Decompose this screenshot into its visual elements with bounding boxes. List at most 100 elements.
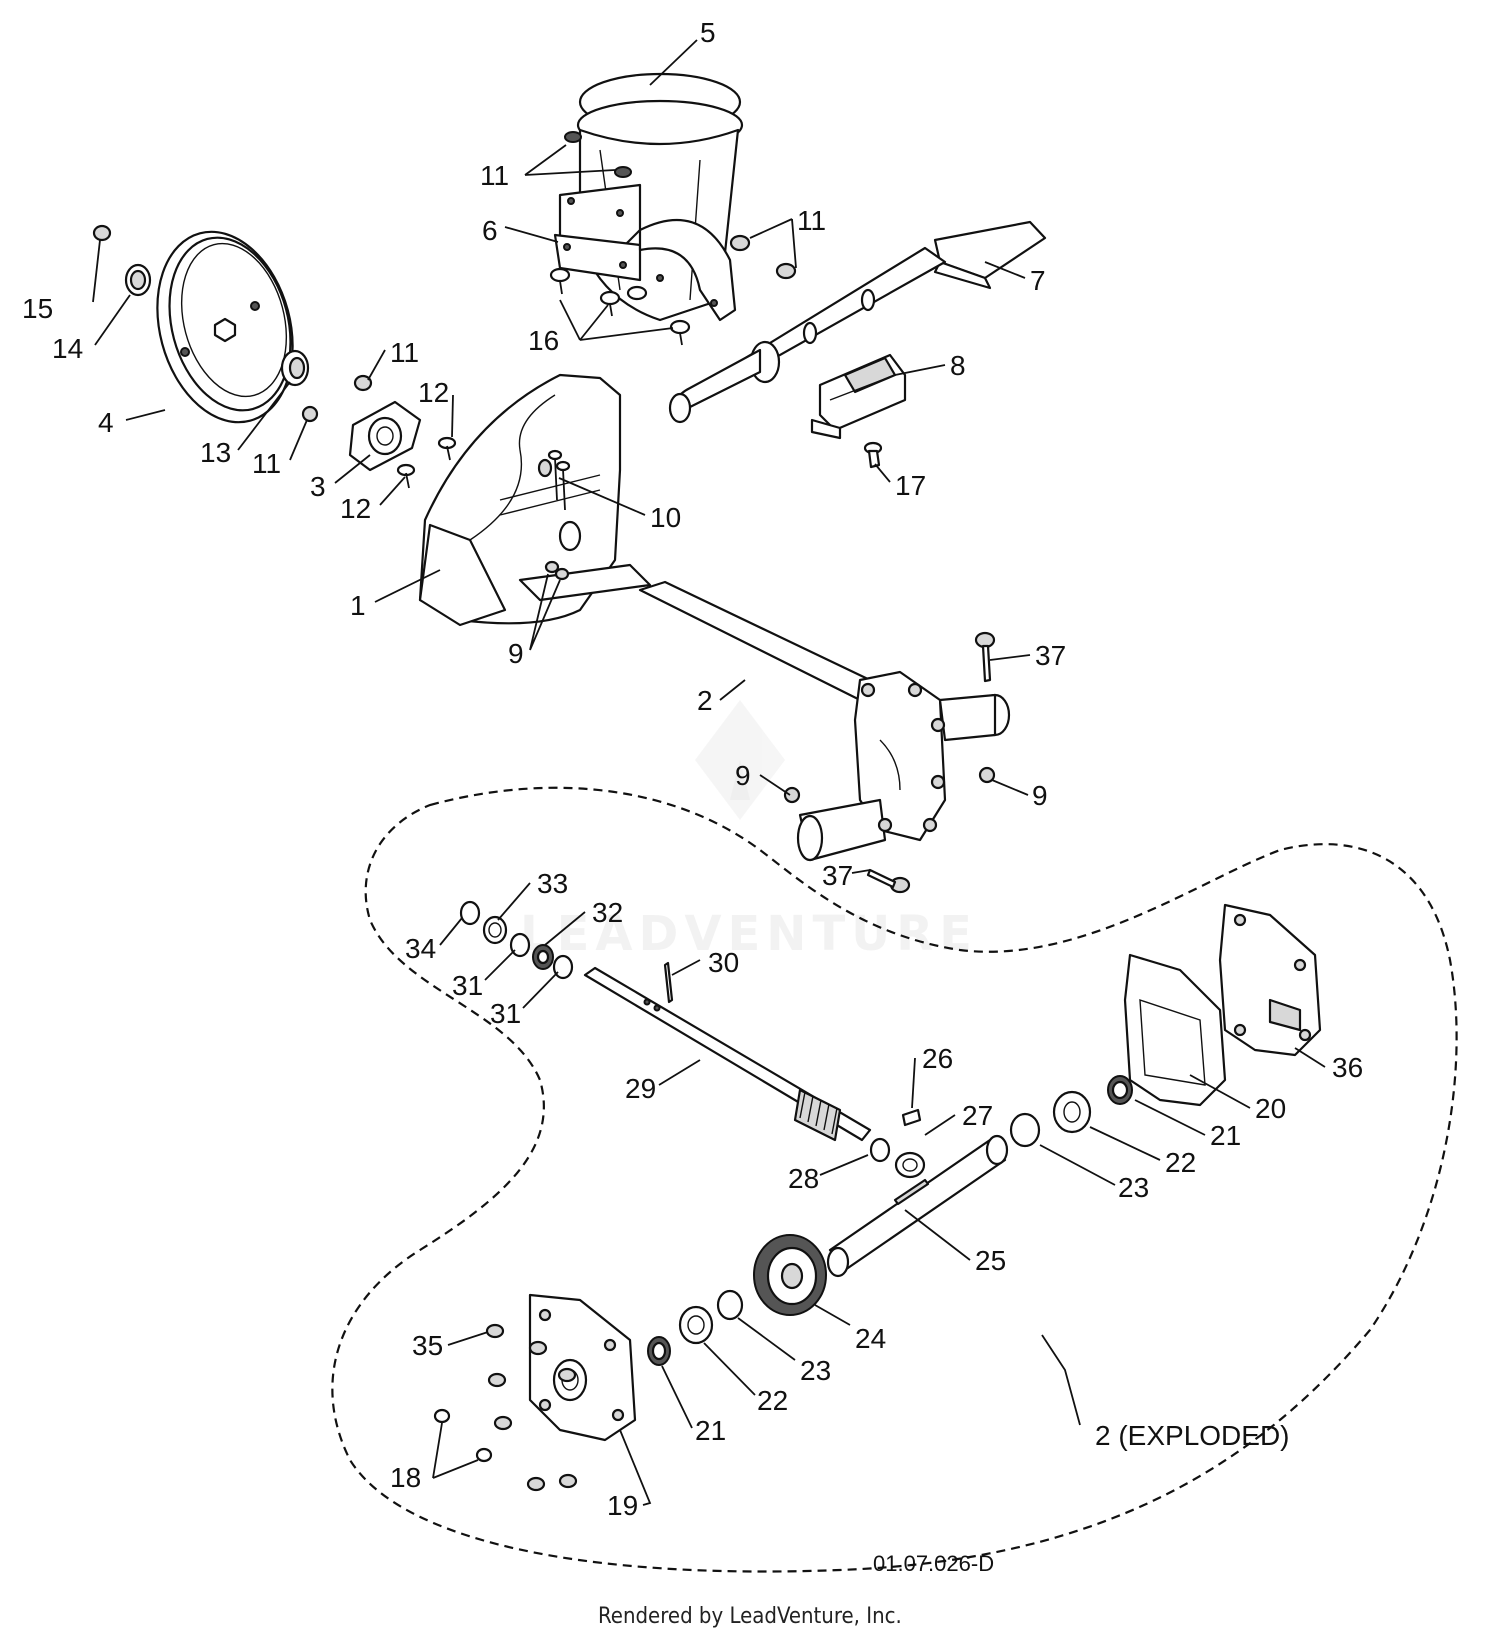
part-output-shaft-25 (826, 1134, 1009, 1278)
part-worm-gear-24 (753, 1234, 827, 1316)
part-key-26 (901, 1108, 922, 1127)
part-seal-32 (532, 944, 554, 970)
part-pins-18 (433, 1408, 493, 1463)
callout-21: 21 (695, 1415, 726, 1446)
part-washer-23 (716, 1289, 744, 1321)
callout-12: 12 (340, 493, 371, 524)
callout-2: 2 (697, 685, 713, 716)
callout-9: 9 (1032, 780, 1048, 811)
part-washer-23 (1009, 1112, 1041, 1148)
drawing-number: 01.07.026-D (873, 1551, 994, 1576)
callout-3: 3 (310, 471, 326, 502)
callout-37: 37 (1035, 640, 1066, 671)
part-nut-9 (554, 567, 570, 581)
callout-23: 23 (1118, 1172, 1149, 1203)
callout-9: 9 (735, 760, 751, 791)
part-washer-28 (869, 1137, 891, 1163)
callout-34: 34 (405, 933, 436, 964)
callout-20: 20 (1255, 1093, 1286, 1124)
part-pulley-4 (156, 230, 294, 424)
callout-23: 23 (800, 1355, 831, 1386)
part-bolts-10 (547, 449, 571, 511)
part-washer-31 (509, 932, 531, 958)
part-gasket-20 (1123, 953, 1227, 1107)
part-nut-15 (92, 224, 112, 242)
watermark-text: LEADVENTURE (520, 906, 978, 962)
part-chute-bracket-6 (553, 183, 737, 322)
callout-18: 18 (390, 1462, 421, 1493)
part-nut-11 (775, 262, 797, 280)
callout-30: 30 (708, 947, 739, 978)
callout-22: 22 (757, 1385, 788, 1416)
part-bolt-37 (974, 631, 996, 683)
part-hub-13 (280, 349, 310, 387)
callout-25: 25 (975, 1245, 1006, 1276)
callout-31: 31 (490, 998, 521, 1029)
part-nut-9 (544, 560, 560, 574)
callout-19: 19 (607, 1490, 638, 1521)
leadventure-watermark: LEADVENTURE (520, 700, 978, 962)
part-bearing-flange-3 (348, 400, 422, 472)
part-nut-11 (353, 374, 373, 392)
part-gearbox-half-36 (1218, 903, 1322, 1057)
callout-37: 37 (822, 860, 853, 891)
part-chute-crank-rod-7 (668, 220, 1047, 424)
part-gearbox-assembly-2 (638, 580, 1011, 862)
callout-22: 22 (1165, 1147, 1196, 1178)
part-gearbox-half-19 (528, 1293, 637, 1442)
part-bolt-37 (866, 868, 911, 894)
callout-11: 11 (480, 160, 509, 191)
part-auger-housing-1 (418, 373, 652, 627)
part-nut-11 (729, 234, 751, 252)
part-seal-21-inner (1111, 1080, 1129, 1100)
part-bushing-22 (678, 1305, 714, 1345)
callout-8: 8 (950, 350, 966, 381)
callout-21: 21 (1210, 1120, 1241, 1151)
callout-9: 9 (508, 638, 524, 669)
exploded-note: 2 (EXPLODED) (1095, 1420, 1290, 1451)
part-screws-35 (485, 1323, 578, 1492)
part-carriage-bolts-16 (549, 267, 691, 346)
callout-11: 11 (390, 337, 419, 368)
callout-13: 13 (200, 437, 231, 468)
callout-28: 28 (788, 1163, 819, 1194)
callout-24: 24 (855, 1323, 886, 1354)
part-washer-34 (459, 900, 481, 926)
part-nut-9 (978, 766, 996, 784)
part-bolt-12 (396, 463, 416, 489)
callout-35: 35 (412, 1330, 443, 1361)
callout-12: 12 (418, 377, 449, 408)
callout-7: 7 (1030, 265, 1046, 296)
callout-labels: 5 11 6 11 7 15 14 16 8 11 12 4 13 11 3 1… (22, 17, 1363, 1521)
callout-14: 14 (52, 333, 83, 364)
callout-11: 11 (252, 448, 281, 479)
callout-1: 1 (350, 590, 366, 621)
part-washer-31 (552, 954, 574, 980)
callout-27: 27 (962, 1100, 993, 1131)
callout-5: 5 (700, 17, 716, 48)
callout-29: 29 (625, 1073, 656, 1104)
part-nut-11 (301, 405, 319, 423)
callout-4: 4 (98, 407, 114, 438)
leader-lines (92, 39, 1326, 1506)
callout-32: 32 (592, 897, 623, 928)
part-bushing-33 (482, 915, 508, 945)
callout-6: 6 (482, 215, 498, 246)
callout-16: 16 (528, 325, 559, 356)
part-bearing-14 (124, 263, 152, 297)
callout-33: 33 (537, 868, 568, 899)
footer-credit: Rendered by LeadVenture, Inc. (598, 1604, 902, 1629)
callout-10: 10 (650, 502, 681, 533)
part-rod-bracket-8 (810, 353, 907, 440)
part-bushing-27 (894, 1151, 926, 1179)
part-bushing-22 (1052, 1090, 1092, 1134)
part-pin-30 (663, 961, 674, 1004)
exploded-view-boundary (331, 786, 1458, 1573)
callout-15: 15 (22, 293, 53, 324)
callout-36: 36 (1332, 1052, 1363, 1083)
callout-17: 17 (895, 470, 926, 501)
part-screw-17 (863, 441, 883, 469)
part-seal-21-inner (651, 1341, 667, 1361)
callout-31: 31 (452, 970, 483, 1001)
